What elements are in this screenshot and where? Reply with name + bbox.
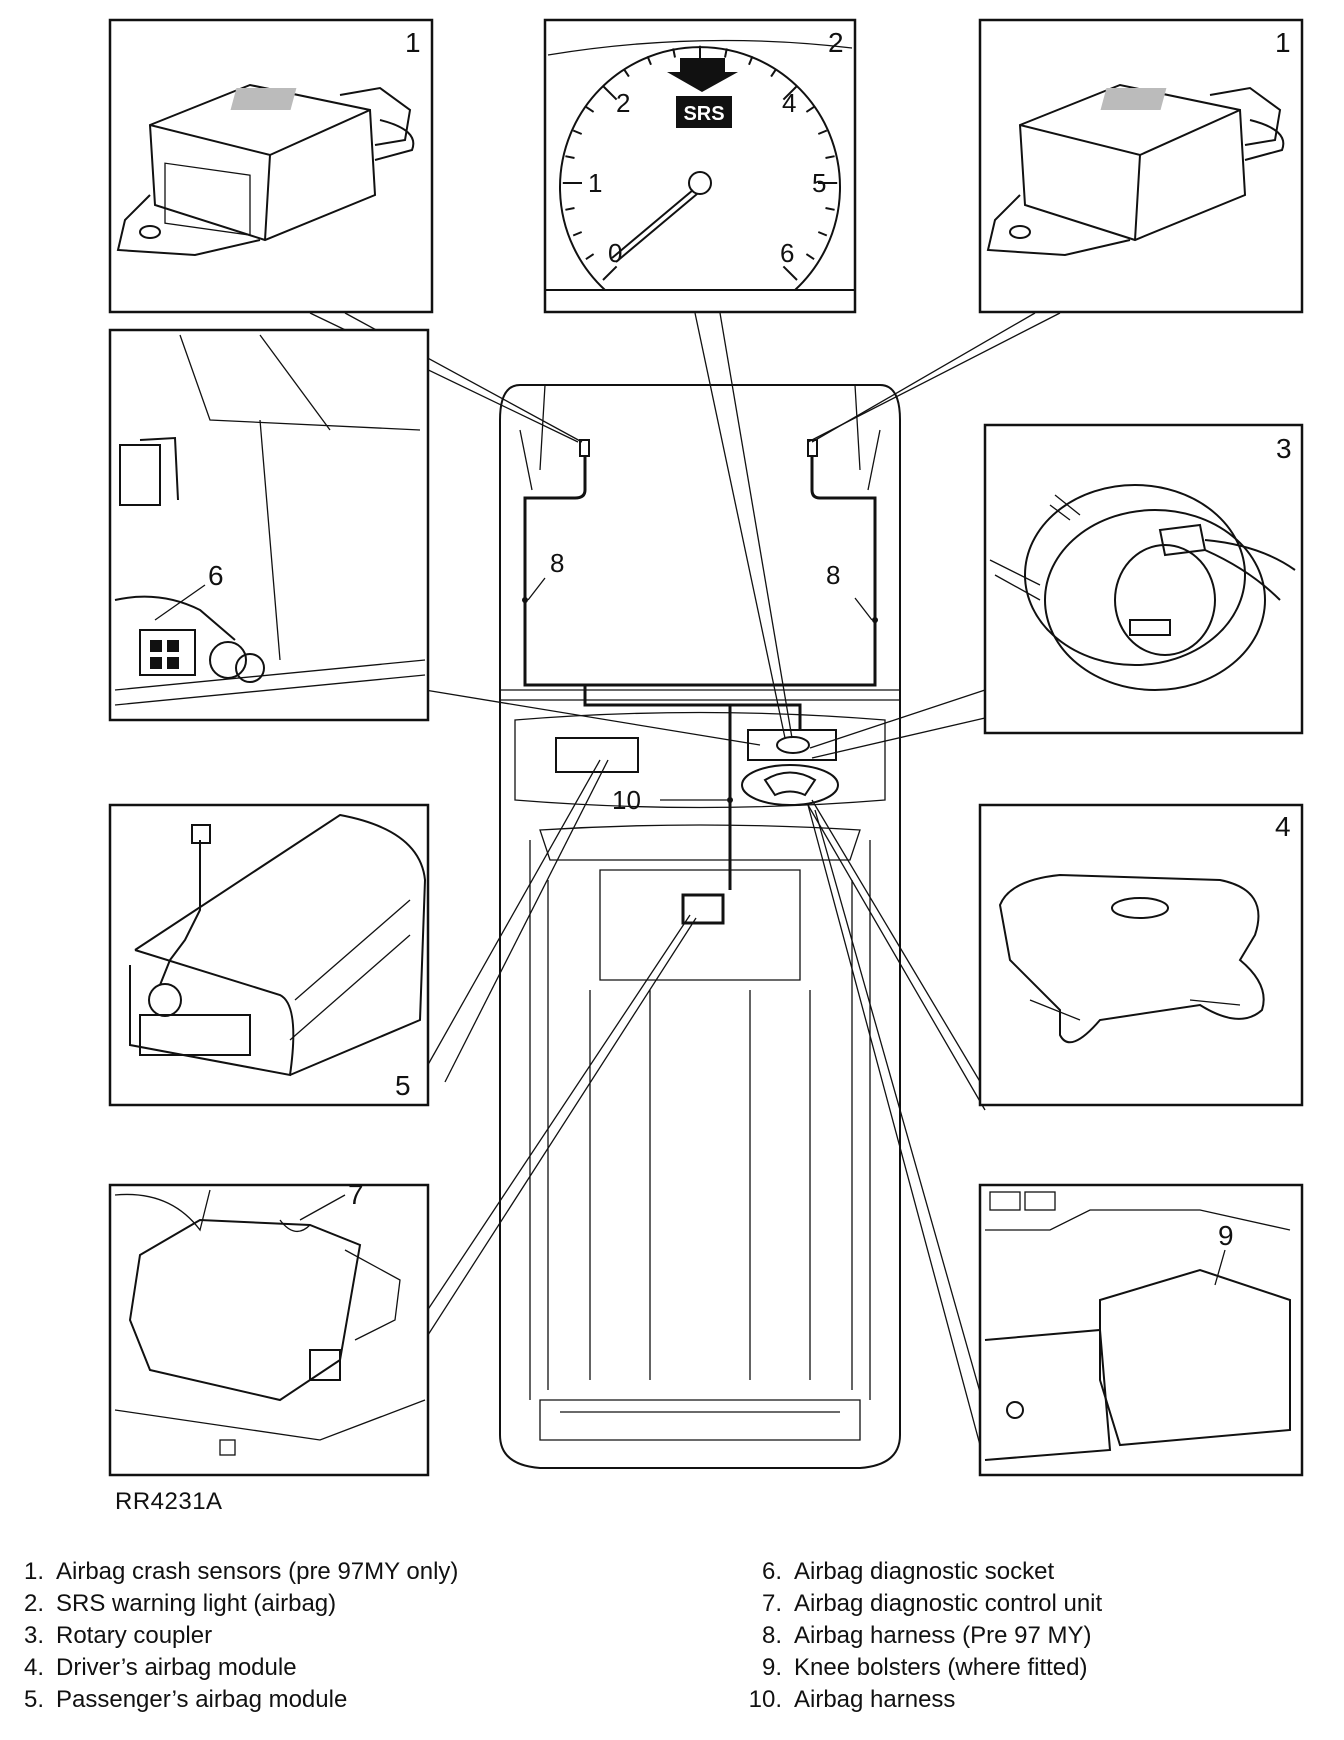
legend-item: 2. SRS warning light (airbag)	[0, 1588, 458, 1620]
legend-right: 6. Airbag diagnostic socket 7. Airbag diag…	[738, 1556, 1103, 1716]
legend-number: 2.	[23, 1590, 44, 1617]
legend-text: SRS warning light (airbag)	[56, 1590, 337, 1617]
legend-text: Airbag harness (Pre 97 MY)	[794, 1622, 1092, 1649]
panel-number: 2	[828, 27, 844, 58]
legend-number: 4.	[23, 1654, 44, 1681]
panel-number: 1	[1275, 27, 1291, 58]
legend-number: 8.	[761, 1622, 782, 1649]
legend-item: 5. Passenger’s airbag module	[0, 1684, 458, 1716]
legend-text: Driver’s airbag module	[56, 1654, 297, 1681]
leader-lines	[309, 312, 1061, 1476]
legend-number: 6.	[761, 1558, 782, 1585]
legend-item: 1. Airbag crash sensors (pre 97MY only)	[0, 1556, 458, 1588]
panel-number: 5	[395, 1070, 411, 1101]
panel-number: 7	[348, 1179, 364, 1210]
legend-number: 3.	[23, 1622, 44, 1649]
panel-srs-warning-light: 2 0 1 2 4 5 6 SRS	[543, 18, 857, 314]
srs-warning-label: SRS	[683, 103, 724, 125]
legend-item: 9. Knee bolsters (where fitted)	[738, 1652, 1102, 1684]
legend-number: 7.	[761, 1590, 782, 1617]
gauge-tick-6: 6	[780, 238, 794, 268]
callout-center-harness: 10	[612, 785, 641, 815]
panel-crash-sensor-right: 1	[978, 18, 1304, 314]
panel-number: 4	[1275, 811, 1291, 842]
gauge-tick-5: 5	[812, 168, 826, 198]
panel-passenger-airbag: 5	[108, 803, 430, 1107]
legend-text: Airbag crash sensors (pre 97MY only)	[56, 1558, 459, 1585]
legend-text: Passenger’s airbag module	[56, 1686, 348, 1713]
warning-arrow-icon	[667, 58, 738, 92]
panel-knee-bolster: 9	[978, 1183, 1304, 1477]
srs-warning-lamp	[676, 96, 732, 128]
panel-diagnostic-control-unit: 7	[108, 1179, 430, 1477]
legend-number: 10.	[748, 1686, 782, 1713]
callout-harness-right: 8	[826, 560, 840, 590]
srs-component-diagram: 8 8 10 1 2 0 1 2 4 5 6 SRS	[108, 18, 1304, 1477]
panel-number: 6	[208, 560, 224, 591]
legend-item: 7. Airbag diagnostic control unit	[738, 1588, 1102, 1620]
figure-reference: RR4231A	[115, 1488, 223, 1515]
legend-text: Airbag diagnostic socket	[794, 1558, 1055, 1585]
legend-text: Airbag diagnostic control unit	[794, 1590, 1103, 1617]
legend-number: 1.	[23, 1558, 44, 1585]
panel-number: 1	[405, 27, 421, 58]
panel-diagnostic-socket: 6	[108, 328, 430, 722]
legend-number: 5.	[23, 1686, 44, 1713]
callout-harness-left: 8	[550, 548, 564, 578]
legend-text: Rotary coupler	[56, 1622, 213, 1649]
legend-item: 3. Rotary coupler	[0, 1620, 458, 1652]
airbag-harness	[522, 439, 878, 890]
legend-text: Knee bolsters (where fitted)	[794, 1654, 1088, 1681]
panel-number: 3	[1276, 433, 1292, 464]
gauge-tick-2: 2	[616, 88, 630, 118]
legend-number: 9.	[761, 1654, 782, 1681]
legend-item: 10. Airbag harness	[738, 1684, 1102, 1716]
gauge-tick-1: 1	[588, 168, 602, 198]
gauge-tick-4: 4	[782, 88, 796, 118]
panel-number: 9	[1218, 1220, 1234, 1251]
legend-left: 1. Airbag crash sensors (pre 97MY only) 2…	[0, 1556, 458, 1716]
panel-rotary-coupler: 3	[983, 423, 1304, 735]
vehicle-plan-view	[499, 384, 901, 1469]
legend-item: 8. Airbag harness (Pre 97 MY)	[738, 1620, 1102, 1652]
gauge-tick-0: 0	[608, 238, 622, 268]
legend-item: 6. Airbag diagnostic socket	[738, 1556, 1102, 1588]
legend-item: 4. Driver’s airbag module	[0, 1652, 458, 1684]
panel-driver-airbag: 4	[978, 803, 1304, 1107]
panel-crash-sensor-left: 1	[108, 18, 434, 314]
legend-text: Airbag harness	[794, 1686, 956, 1713]
